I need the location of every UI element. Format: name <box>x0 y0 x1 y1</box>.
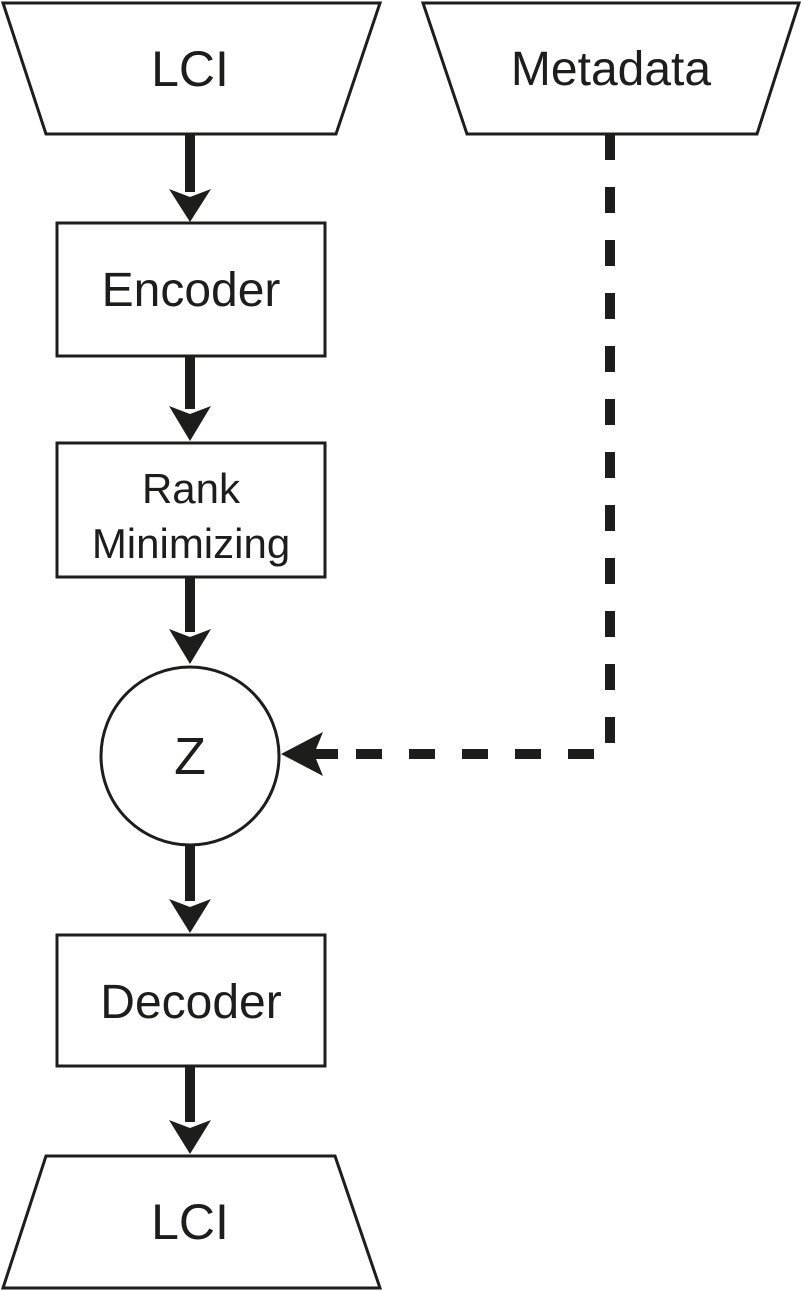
latent-z-node: Z <box>99 665 281 847</box>
encoder-label: Encoder <box>102 264 281 317</box>
rank-minimizing-node: Rank Minimizing <box>55 441 327 579</box>
edge-z-to-decoder <box>169 844 211 933</box>
edge-decoder-to-lci <box>169 1066 211 1154</box>
edge-rank-to-z <box>169 577 211 664</box>
decoder-node: Decoder <box>55 933 327 1068</box>
metadata-node: Metadata <box>420 1 802 136</box>
lci-input-node: LCI <box>0 1 383 136</box>
lci-input-label: LCI <box>151 41 229 97</box>
edge-metadata-to-z-dashed <box>281 134 615 776</box>
encoder-node: Encoder <box>55 221 327 358</box>
metadata-label: Metadata <box>511 43 711 96</box>
decoder-label: Decoder <box>100 976 281 1029</box>
rank-minimizing-label-line2: Minimizing <box>92 520 290 567</box>
rank-minimizing-label-line1: Rank <box>142 465 241 512</box>
lci-output-node: LCI <box>0 1154 383 1290</box>
edge-lci-to-encoder <box>169 133 211 222</box>
edge-encoder-to-rank <box>169 356 211 441</box>
latent-z-label: Z <box>174 728 206 786</box>
lci-output-label: LCI <box>151 1194 229 1250</box>
